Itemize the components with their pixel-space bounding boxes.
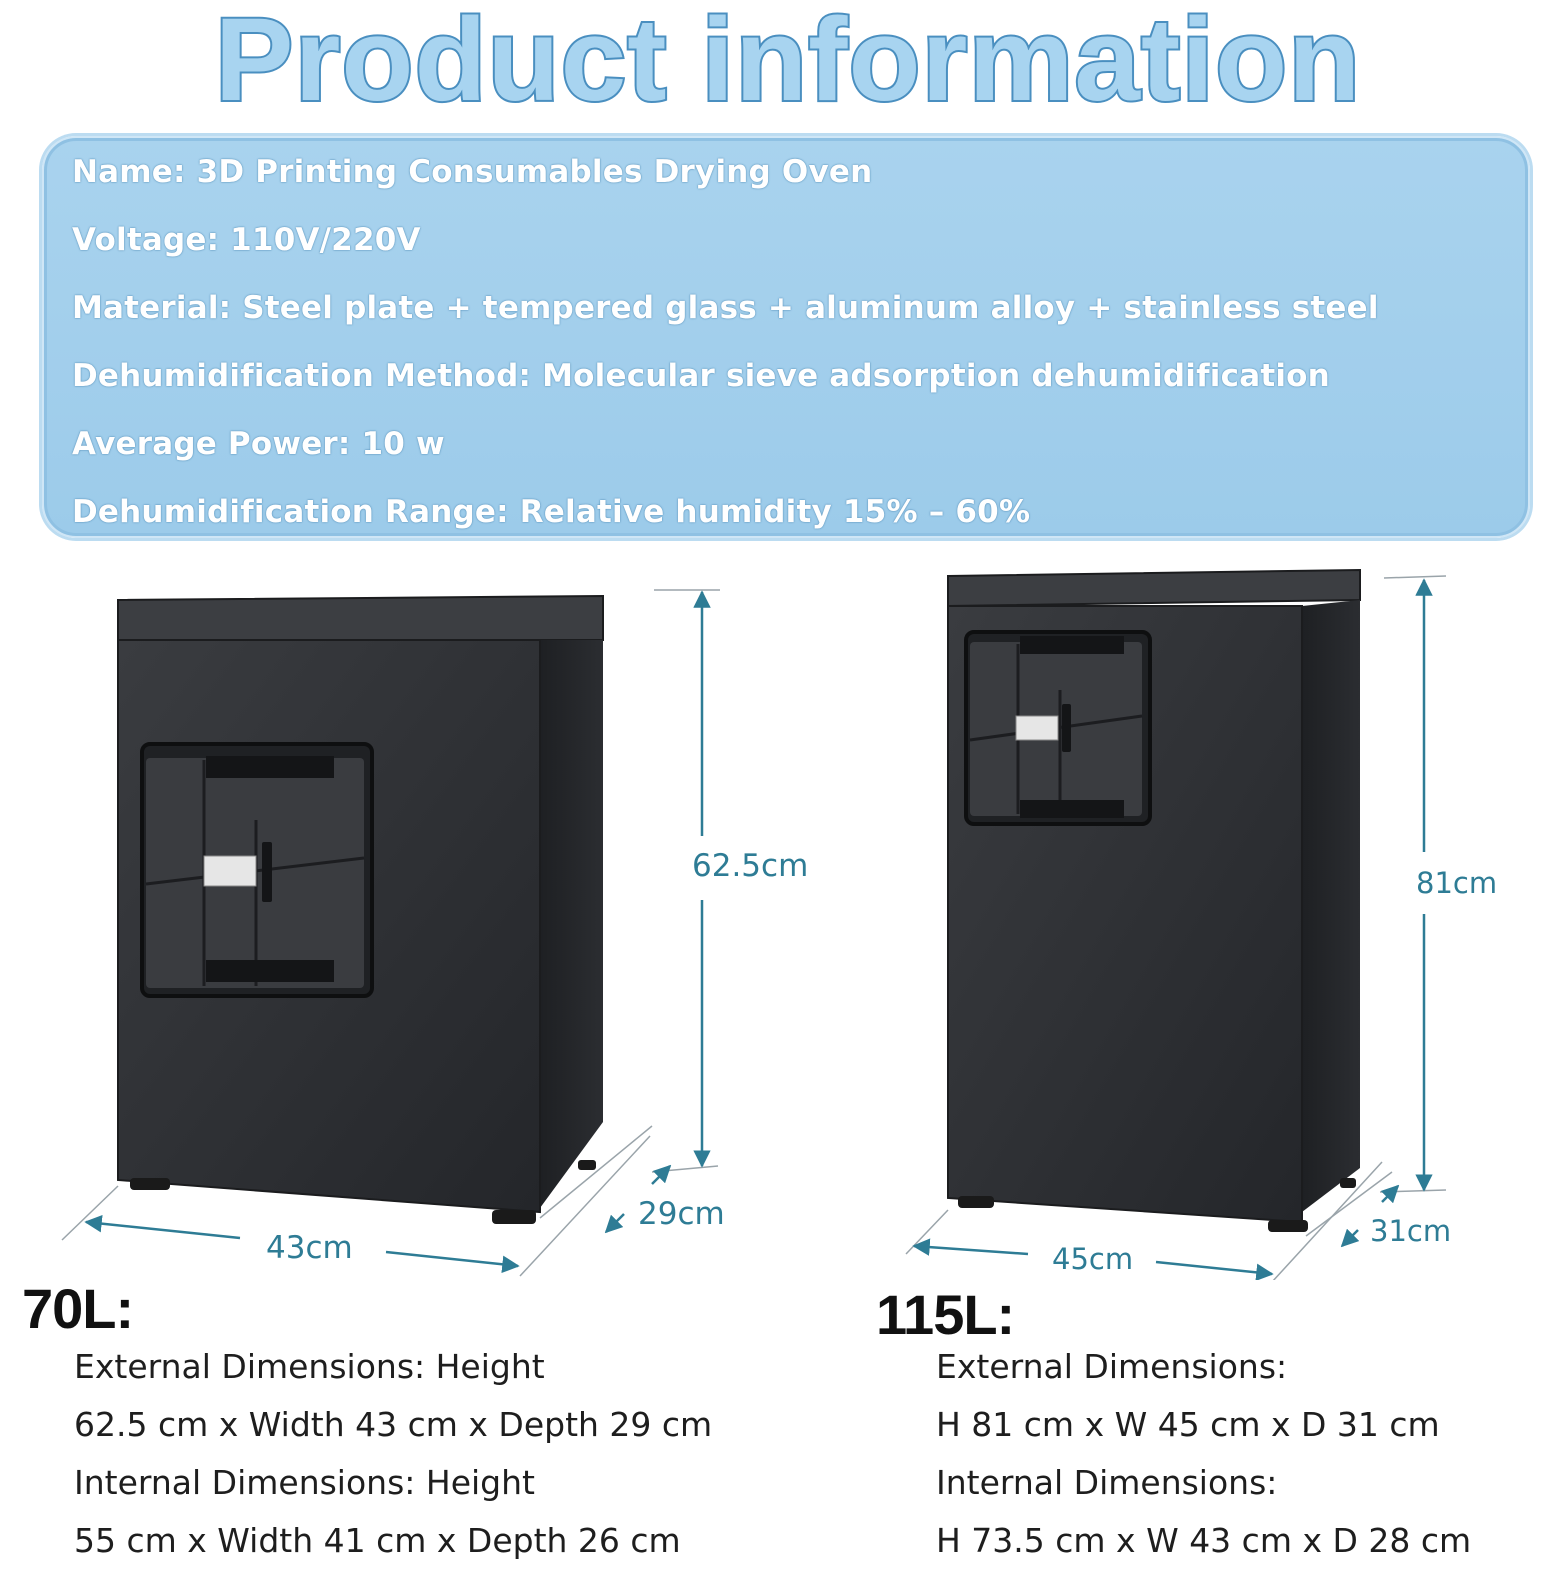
cabinet-115l [947, 568, 1361, 1232]
width-label-70l: 43cm [262, 1230, 357, 1266]
height-label-70l: 62.5cm [688, 848, 813, 884]
specs-70l: External Dimensions: Height 62.5 cm x Wi… [74, 1338, 712, 1570]
info-name: Name: 3D Printing Consumables Drying Ove… [72, 154, 873, 190]
cabinet-70l-foot [492, 1210, 536, 1224]
cabinet-70l-side [540, 640, 603, 1208]
depth-label-70l: 29cm [634, 1196, 729, 1232]
info-voltage: Voltage: 110V/220V [72, 222, 421, 258]
spec-line: H 81 cm x W 45 cm x D 31 cm [936, 1405, 1440, 1444]
page-title: Product information [0, 0, 1566, 120]
info-average-power: Average Power: 10 w [72, 426, 445, 462]
page-title-text: Product information [215, 0, 1362, 120]
cabinet-70l-foot [578, 1160, 596, 1170]
model-title-115l: 115L: [876, 1283, 1015, 1346]
spec-line: 62.5 cm x Width 43 cm x Depth 29 cm [74, 1405, 713, 1444]
height-label-115l: 81cm [1412, 866, 1502, 900]
dimension-lines-70l [61, 589, 720, 1277]
spec-line: External Dimensions: Height [74, 1347, 545, 1386]
spec-line: Internal Dimensions: Height [74, 1463, 535, 1502]
cabinet-115l-dehumidifier-panel [964, 630, 1152, 826]
cabinet-70l-foot [130, 1178, 170, 1190]
product-info-panel: Name: 3D Printing Consumables Drying Ove… [42, 136, 1530, 538]
info-dehumidification-range: Dehumidification Range: Relative humidit… [72, 494, 1031, 530]
cabinet-115l-foot [1268, 1220, 1308, 1232]
cabinet-115l-side [1302, 600, 1360, 1212]
depth-label-115l: 31cm [1366, 1214, 1456, 1248]
spec-line: 55 cm x Width 41 cm x Depth 26 cm [74, 1521, 681, 1560]
width-label-115l: 45cm [1048, 1242, 1138, 1276]
info-dehumidification-method: Dehumidification Method: Molecular sieve… [72, 358, 1330, 394]
spec-line: Internal Dimensions: [936, 1463, 1278, 1502]
cabinet-70l-lid [117, 594, 604, 641]
product-illustration [61, 568, 1447, 1280]
info-material: Material: Steel plate + tempered glass +… [72, 290, 1379, 326]
cabinet-115l-foot [958, 1196, 994, 1208]
specs-115l: External Dimensions: H 81 cm x W 45 cm x… [936, 1338, 1471, 1570]
cabinet-70l [117, 594, 604, 1224]
cabinet-115l-lid [947, 568, 1361, 608]
spec-line: External Dimensions: [936, 1347, 1288, 1386]
cabinet-115l-foot [1340, 1178, 1356, 1188]
cabinet-70l-dehumidifier-panel [140, 742, 374, 998]
dimension-lines-115l [905, 575, 1447, 1280]
spec-line: H 73.5 cm x W 43 cm x D 28 cm [936, 1521, 1472, 1560]
model-title-70l: 70L: [22, 1277, 134, 1340]
